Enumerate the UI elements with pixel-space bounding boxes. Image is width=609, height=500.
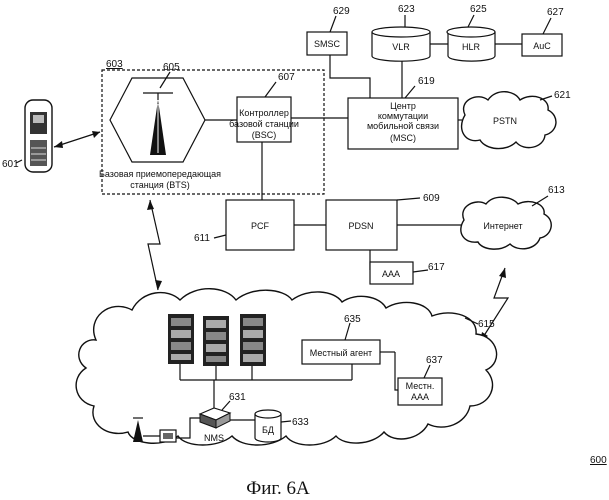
db-cylinder-top [255, 410, 281, 418]
aaa-node: AAA 617 [370, 262, 445, 284]
arrowhead [147, 200, 154, 210]
hlr-node: HLR 625 [447, 4, 495, 61]
ref-601: 601 [2, 159, 19, 170]
server-slot [243, 354, 263, 362]
bts-label-line1: Базовая приемопередающая [99, 169, 221, 179]
terminal-screen [163, 433, 173, 439]
phone-keypad [30, 140, 47, 166]
leader-line [413, 270, 428, 272]
ref-613: 613 [548, 185, 565, 196]
ref-621: 621 [554, 90, 571, 101]
server-rack-icon [168, 314, 194, 364]
server-slot [206, 356, 226, 362]
msc-label-line4: (MSC) [390, 133, 416, 143]
leader-line [265, 82, 276, 97]
server-slot [171, 318, 191, 326]
pcf-label: PCF [251, 221, 270, 231]
internet-label: Интернет [483, 221, 522, 231]
pstn-node: PSTN 621 [462, 90, 572, 149]
ref-625: 625 [470, 4, 487, 15]
ref-603: 603 [106, 59, 123, 70]
ref-609: 609 [423, 193, 440, 204]
server-slot [206, 344, 226, 352]
leader-line [405, 86, 415, 98]
line-smsc-msc [330, 55, 370, 98]
hlr-label: HLR [462, 42, 481, 52]
home-agent-label: Местный агент [310, 348, 372, 358]
bsc-label-line3: (BSC) [252, 130, 277, 140]
server-slot [171, 342, 191, 350]
smsc-node: SMSC 629 [307, 6, 350, 55]
ref-607: 607 [278, 72, 295, 83]
server-slot [206, 332, 226, 340]
figure-caption: Фиг. 6А [246, 478, 310, 499]
ref-627: 627 [547, 7, 564, 18]
server-slot [171, 354, 191, 360]
ref-623: 623 [398, 4, 415, 15]
phone-screen-highlight [33, 115, 44, 123]
server-slot [243, 318, 263, 326]
nms-label: NMS [204, 433, 224, 443]
ref-619: 619 [418, 76, 435, 87]
local-aaa-label-line1: Местн. [406, 381, 435, 391]
pdsn-label: PDSN [348, 221, 373, 231]
arrowhead [155, 280, 162, 290]
wireless-link-internet-cloud [480, 268, 508, 342]
pcf-node: PCF 611 [194, 200, 294, 250]
ref-615: 615 [478, 319, 495, 330]
arrowhead [499, 268, 506, 278]
vlr-cylinder-top [372, 27, 430, 37]
arrowhead [92, 131, 100, 138]
bts-antenna-node: 605 Базовая приемопередающая станция (BT… [99, 62, 221, 190]
pstn-label: PSTN [493, 116, 517, 126]
hlr-cylinder-top [447, 27, 495, 37]
auc-label: AuC [533, 41, 551, 51]
server-slot [243, 342, 263, 350]
ref-631: 631 [229, 392, 246, 403]
ref-605: 605 [163, 62, 180, 73]
bsc-label-line2: базовой станции [229, 119, 299, 129]
server-slot [206, 320, 226, 328]
msc-label-line2: коммутации [378, 111, 428, 121]
local-aaa-label-line2: AAA [411, 392, 429, 402]
mobile-phone-node: 601 [2, 100, 52, 172]
msc-label-line3: мобильной связи [367, 121, 439, 131]
leader-line [330, 16, 336, 32]
vlr-node: VLR 623 [372, 4, 430, 61]
msc-label-line1: Центр [390, 101, 416, 111]
server-slot [171, 330, 191, 338]
server-rack-icon [203, 316, 229, 366]
leader-line [397, 198, 420, 200]
arrowhead [54, 141, 63, 148]
ref-637: 637 [426, 355, 443, 366]
vlr-label: VLR [392, 42, 410, 52]
ref-629: 629 [333, 6, 350, 17]
auc-node: AuC 627 [522, 7, 564, 56]
ref-635: 635 [344, 314, 361, 325]
figure-number: 600 [590, 455, 607, 466]
msc-node: Центр коммутации мобильной связи (MSC) 6… [348, 76, 458, 149]
pdsn-node: PDSN 609 [326, 193, 440, 250]
leader-line [468, 15, 474, 27]
bts-label-line2: станция (BTS) [130, 180, 190, 190]
leader-line [543, 18, 551, 34]
bsc-label-line1: Контроллер [239, 108, 289, 118]
bsc-node: Контроллер базовой станции (BSC) 607 [229, 72, 299, 142]
wireless-link-bts-cloud [148, 200, 160, 290]
ref-611: 611 [194, 233, 210, 244]
smsc-label: SMSC [314, 39, 341, 49]
server-slot [243, 330, 263, 338]
db-label: БД [262, 425, 274, 435]
ref-633: 633 [292, 417, 309, 428]
aaa-label: AAA [382, 269, 400, 279]
ref-617: 617 [428, 262, 445, 273]
leader-line [214, 235, 226, 238]
internet-node: Интернет 613 [461, 185, 565, 249]
server-rack-icon [240, 314, 266, 366]
